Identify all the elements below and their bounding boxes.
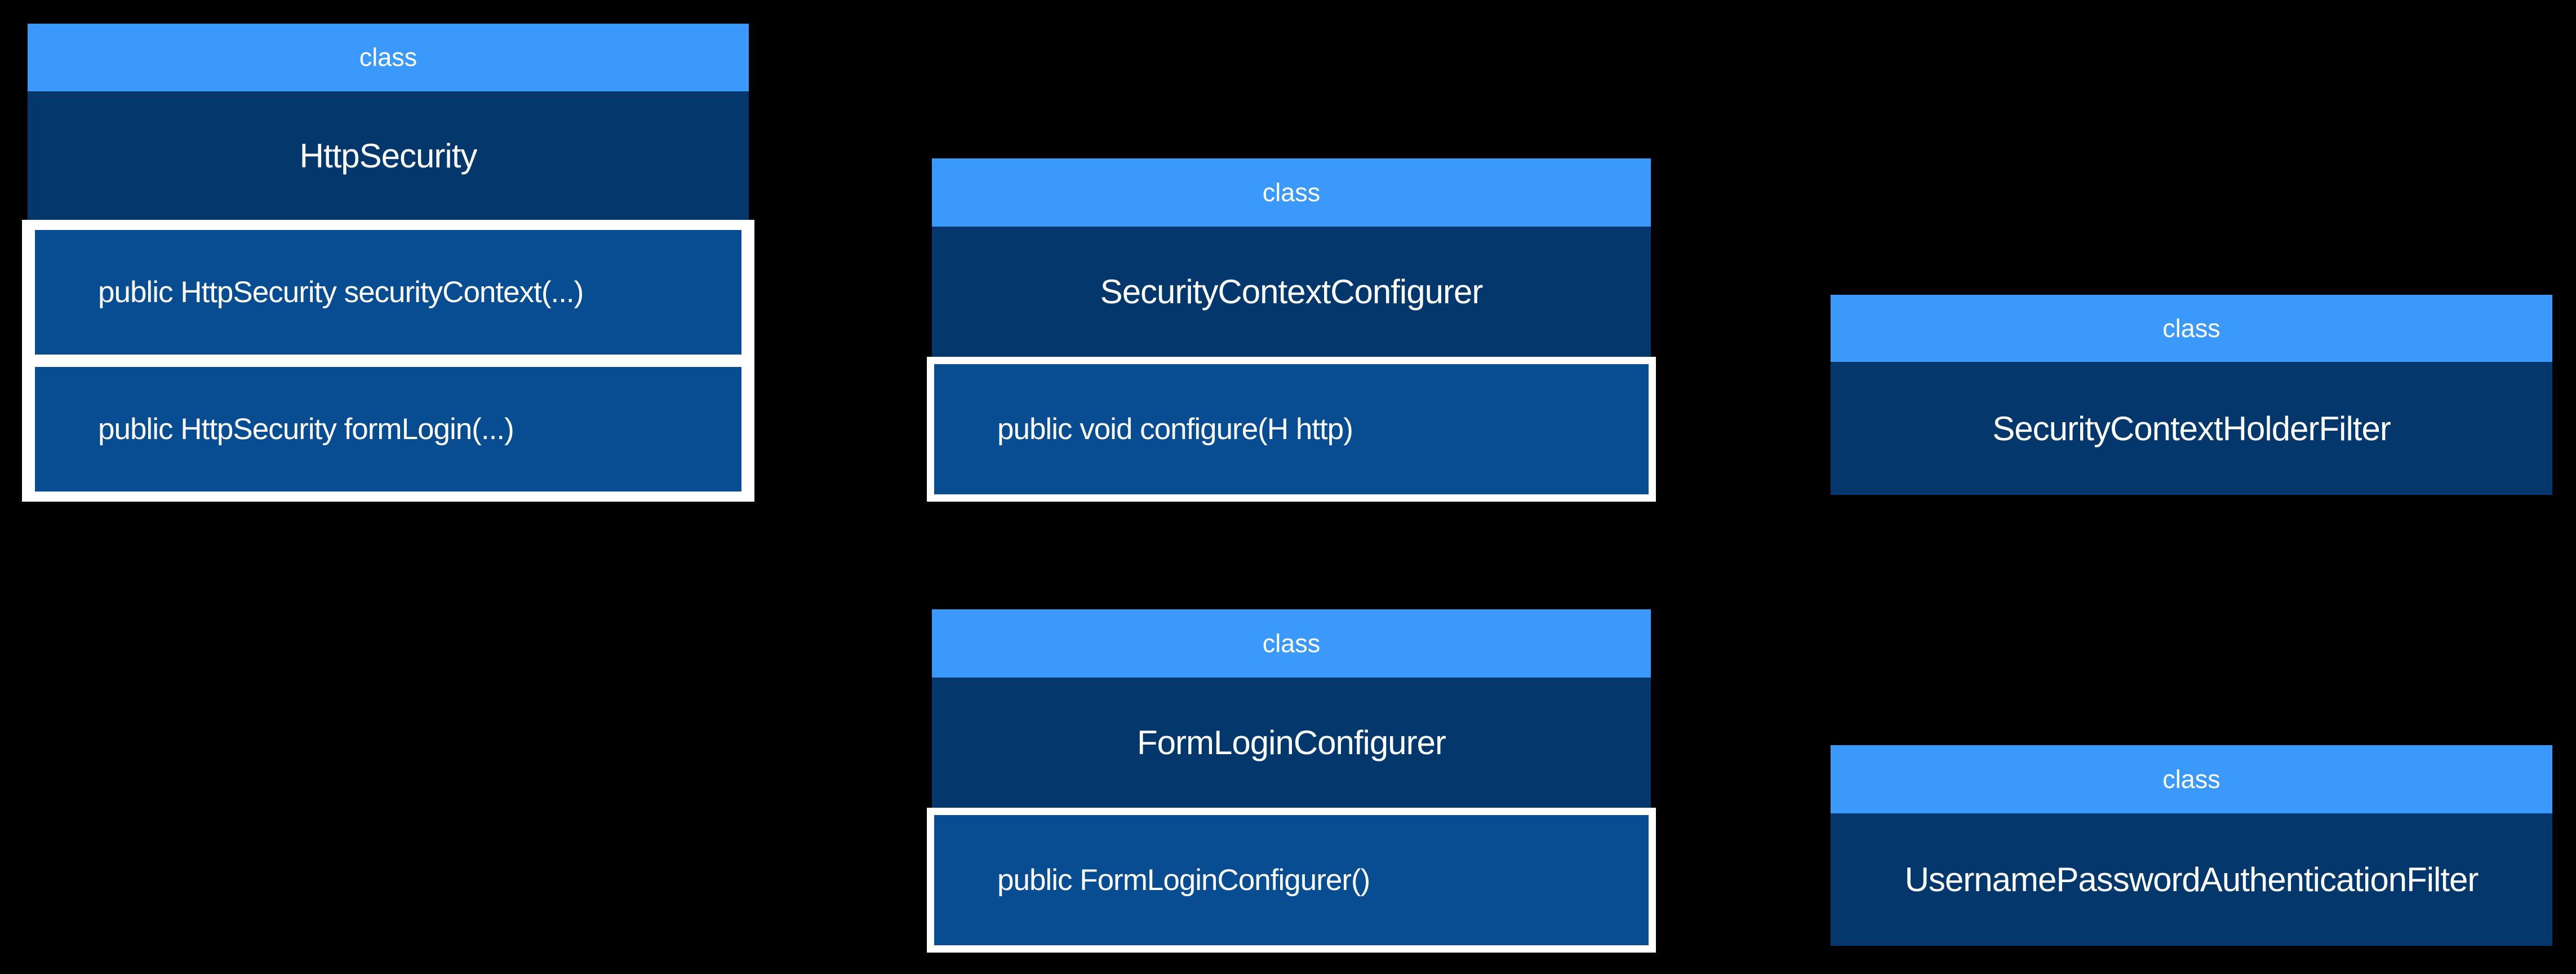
class-name: FormLoginConfigurer (932, 678, 1651, 808)
class-name: SecurityContextConfigurer (932, 227, 1651, 357)
stereotype-header: class (1831, 295, 2552, 362)
method-row: public HttpSecurity securityContext(...) (35, 230, 741, 355)
class-box-formloginconfigurer: class FormLoginConfigurer public FormLog… (927, 609, 1656, 953)
stereotype-label: class (2162, 764, 2220, 794)
stereotype-label: class (2162, 313, 2220, 343)
class-box-securitycontextconfigurer: class SecurityContextConfigurer public v… (927, 158, 1656, 502)
methods-section: public void configure(H http) (927, 357, 1656, 502)
stereotype-header: class (932, 609, 1651, 678)
stereotype-header: class (1831, 745, 2552, 813)
class-box-httpsecurity: class HttpSecurity public HttpSecurity s… (22, 24, 754, 502)
method-row: public HttpSecurity formLogin(...) (35, 367, 741, 492)
methods-section: public FormLoginConfigurer() (927, 808, 1656, 953)
class-name: SecurityContextHolderFilter (1831, 362, 2552, 495)
stereotype-label: class (1262, 628, 1321, 658)
class-name: HttpSecurity (28, 91, 749, 220)
stereotype-header: class (28, 24, 749, 91)
class-name: UsernamePasswordAuthenticationFilter (1831, 813, 2552, 946)
stereotype-label: class (1262, 178, 1321, 207)
class-box-securitycontextholderfilter: class SecurityContextHolderFilter (1831, 295, 2552, 495)
methods-section: public HttpSecurity securityContext(...)… (22, 220, 754, 502)
method-row: public void configure(H http) (934, 364, 1649, 494)
method-row: public FormLoginConfigurer() (934, 815, 1649, 945)
stereotype-label: class (359, 43, 418, 72)
stereotype-header: class (932, 158, 1651, 227)
class-box-usernamepasswordauthenticationfilter: class UsernamePasswordAuthenticationFilt… (1831, 745, 2552, 946)
